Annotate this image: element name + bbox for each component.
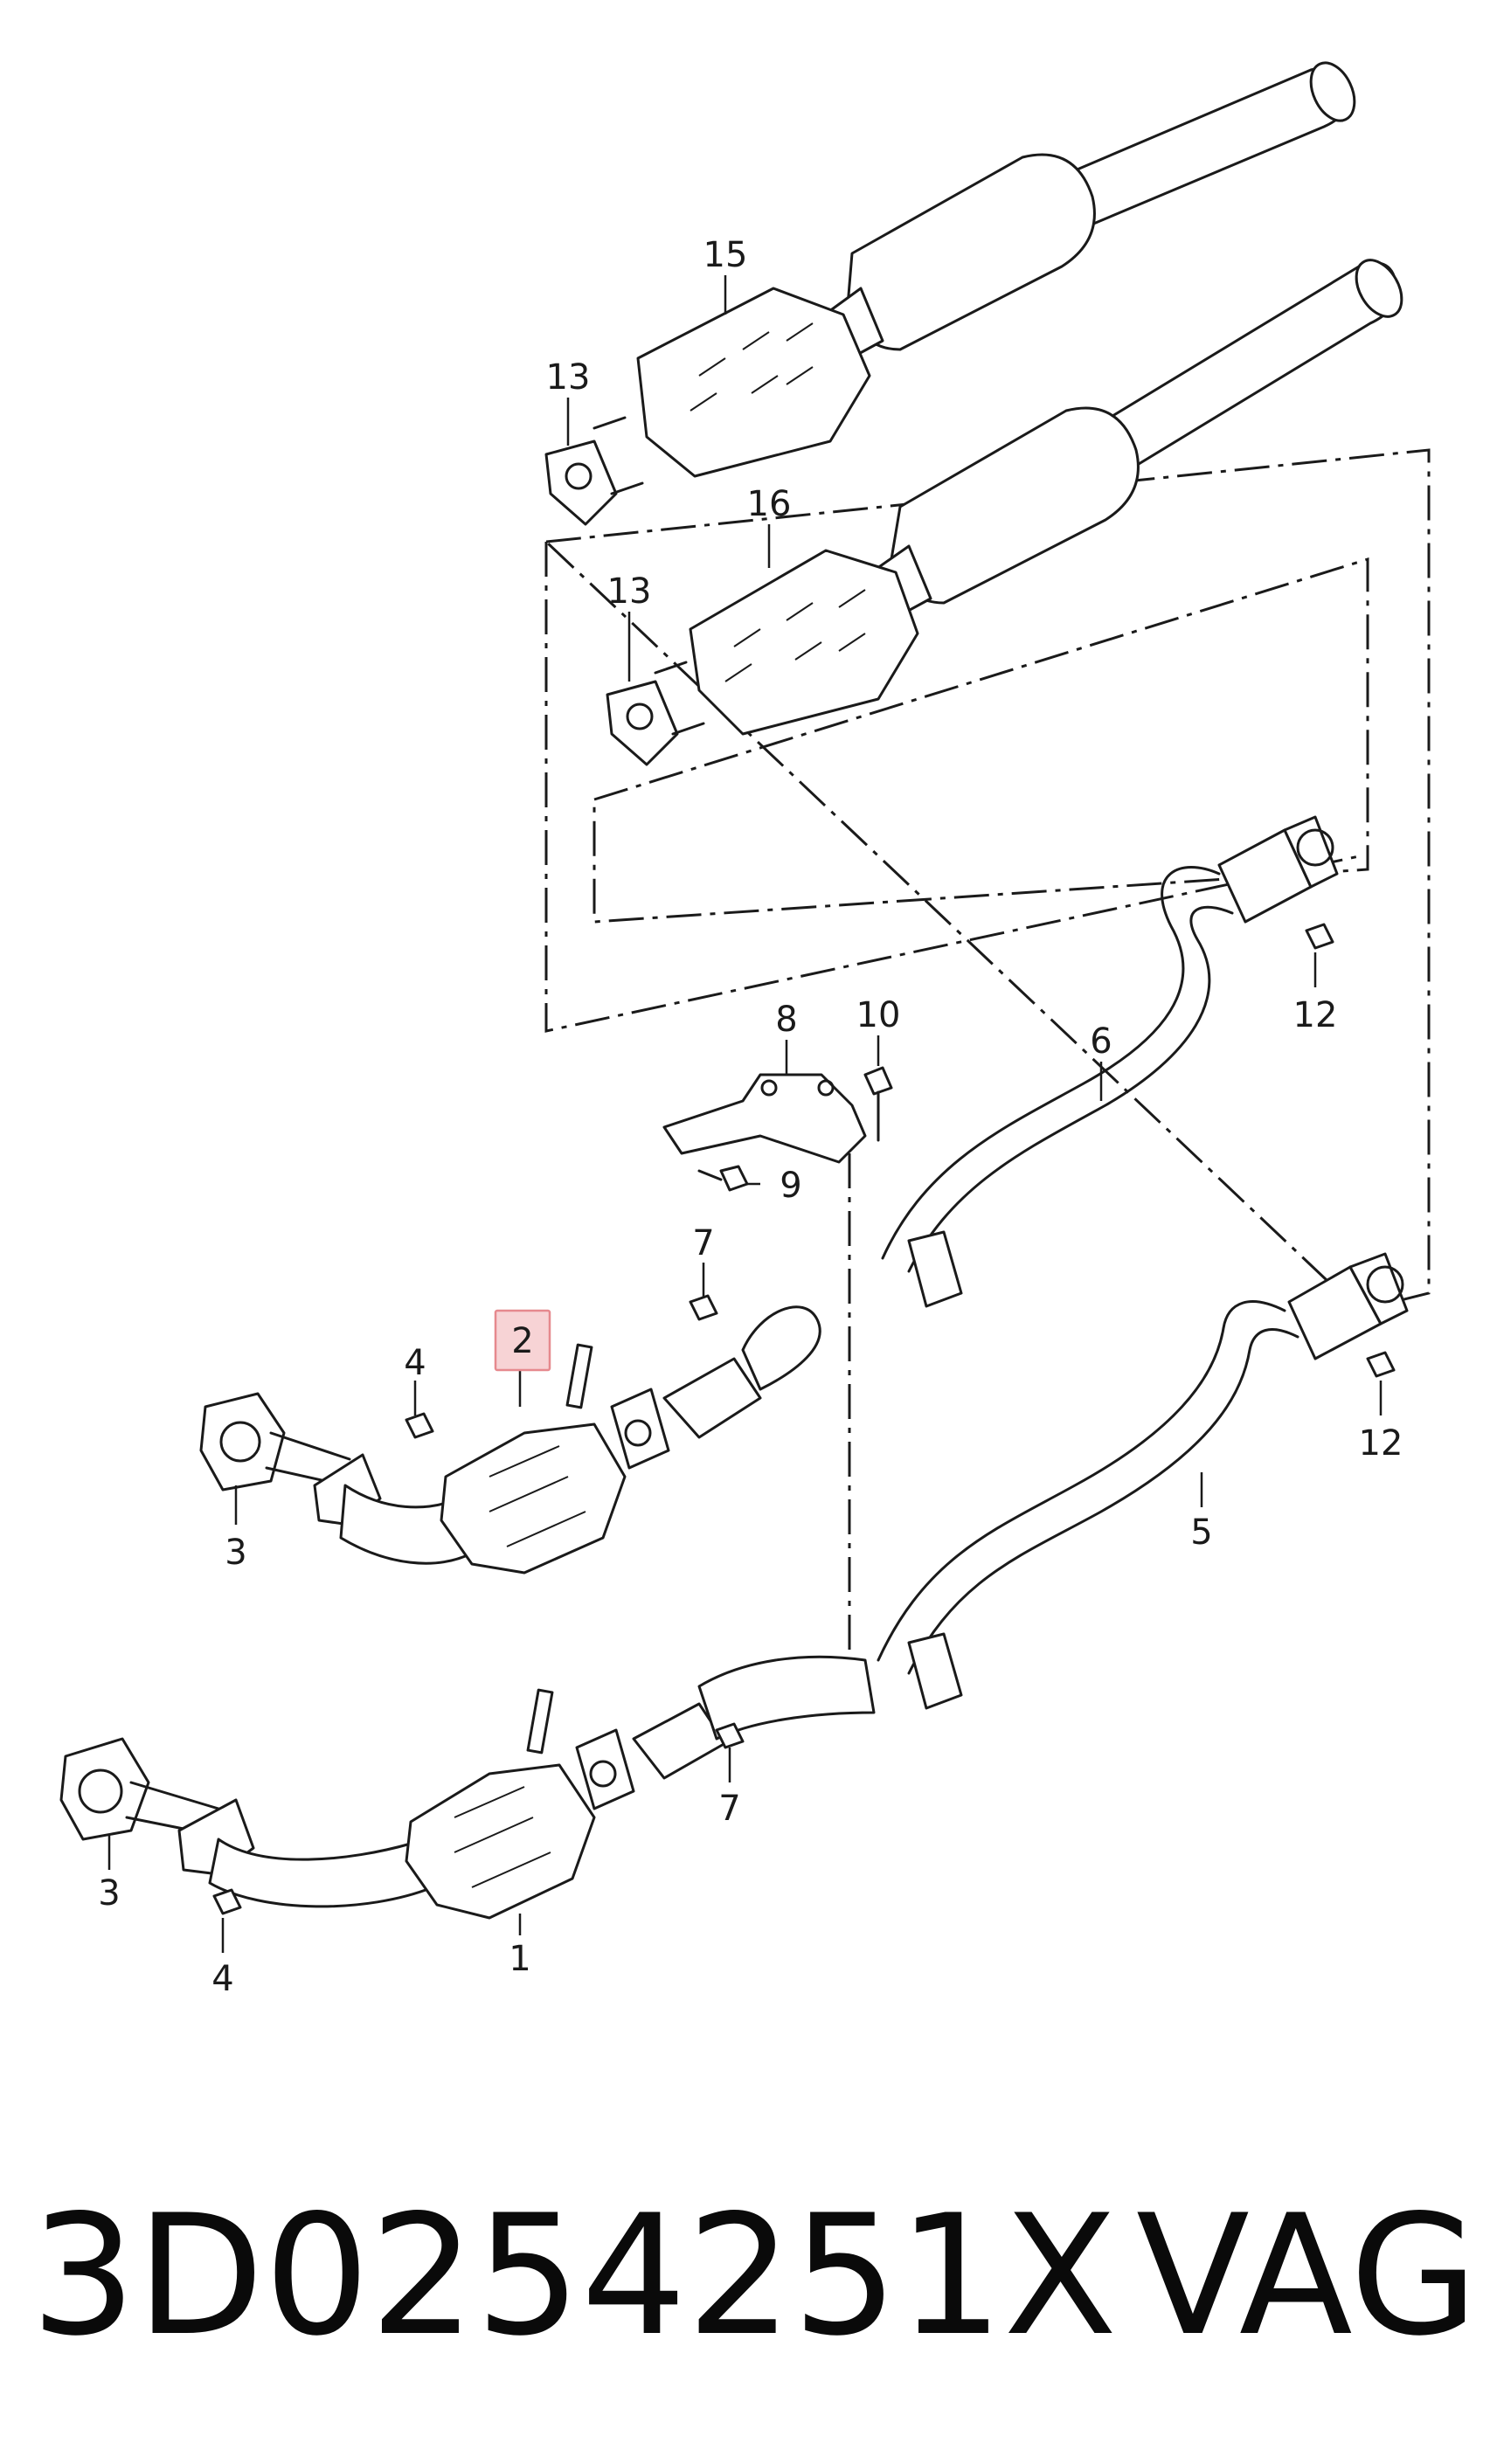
bracket-8 xyxy=(662,1073,867,1164)
front-converter-1 xyxy=(59,1655,876,1920)
callout-9[interactable]: 9 xyxy=(780,1166,801,1206)
rear-muffler-16 xyxy=(606,259,1403,766)
callout-3-upper[interactable]: 3 xyxy=(225,1533,246,1573)
dashed-group-outer-left xyxy=(544,542,1360,1033)
nut-12-lower xyxy=(1366,1351,1396,1378)
callout-7-lower[interactable]: 7 xyxy=(718,1789,740,1829)
callout-8[interactable]: 8 xyxy=(775,1000,797,1040)
callout-2[interactable]: 2 xyxy=(511,1321,533,1361)
callout-16[interactable]: 16 xyxy=(747,484,792,524)
nut-7-lower xyxy=(715,1722,745,1749)
callout-4-lower[interactable]: 4 xyxy=(211,1959,233,1999)
part-number: 3D0254251X xyxy=(31,2179,1118,2372)
callout-10[interactable]: 10 xyxy=(856,995,901,1035)
callout-1[interactable]: 1 xyxy=(509,1939,530,1979)
pipe-6 xyxy=(881,815,1339,1308)
callout-13-lower[interactable]: 13 xyxy=(607,571,652,612)
callout-4-upper[interactable]: 4 xyxy=(404,1343,426,1383)
pipe-5 xyxy=(877,1252,1409,1710)
dashed-group-inner xyxy=(593,557,1369,924)
callout-15[interactable]: 15 xyxy=(703,235,748,275)
bolt-10 xyxy=(863,1066,893,1142)
nut-12-upper xyxy=(1305,923,1334,950)
brand-name: VAG xyxy=(1136,2179,1479,2372)
callout-5[interactable]: 5 xyxy=(1190,1512,1212,1553)
front-converter-2 xyxy=(199,1305,821,1575)
callout-2-highlight xyxy=(494,1309,551,1372)
bolt-9 xyxy=(697,1165,749,1192)
rear-muffler-15 xyxy=(544,61,1356,526)
callout-12-upper[interactable]: 12 xyxy=(1293,995,1338,1035)
callout-7-upper[interactable]: 7 xyxy=(692,1223,714,1263)
callout-6[interactable]: 6 xyxy=(1090,1021,1112,1062)
nut-4-lower xyxy=(212,1888,242,1915)
callout-13-upper[interactable]: 13 xyxy=(546,357,591,398)
nut-7-upper xyxy=(689,1294,718,1321)
callout-3-lower[interactable]: 3 xyxy=(98,1873,120,1914)
nut-4-upper xyxy=(405,1412,434,1439)
callout-12-lower[interactable]: 12 xyxy=(1359,1423,1403,1464)
